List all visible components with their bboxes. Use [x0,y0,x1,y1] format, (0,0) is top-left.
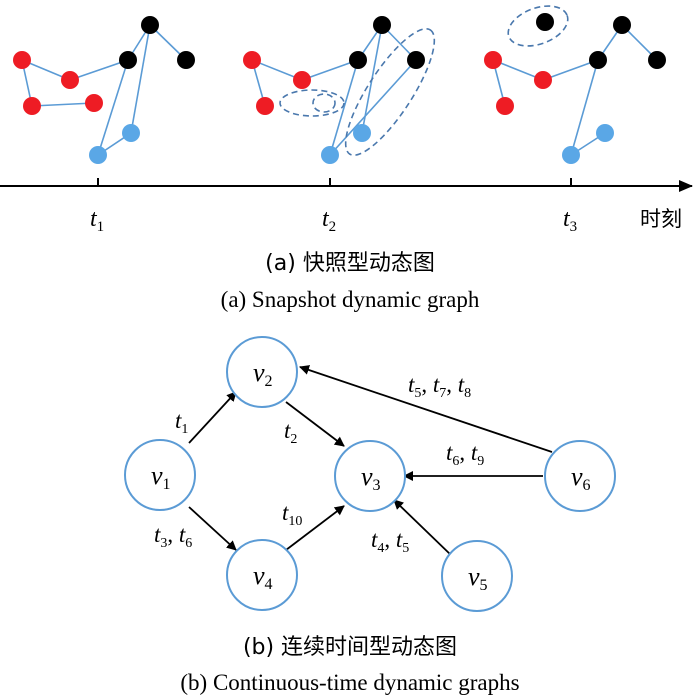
axis-label-time: 时刻 [640,207,682,231]
svg-text:v2: v2 [253,358,273,390]
caption-b-en: (b) Continuous-time dynamic graphs [180,670,519,695]
node-red [293,71,311,89]
node-black [177,51,195,69]
node-red [61,71,79,89]
node-black [536,13,554,31]
svg-text:v1: v1 [151,461,171,493]
snapshot-t1 [13,16,195,164]
node-black [613,16,631,34]
node-blue [321,146,339,164]
edge-label-v6-v3: t6, t9 [446,440,484,469]
edge-label-v2-v3: t2 [284,418,297,447]
node-v3: v3 [334,440,406,512]
caption-b-cn: (b) 连续时间型动态图 [243,635,457,660]
edge-label-v1-v4: t3, t6 [154,522,192,551]
node-blue [353,124,371,142]
node-red [13,51,31,69]
node-blue [562,146,580,164]
tick-label-t2: t2 [322,206,336,235]
dashed-ellipse [312,93,336,113]
node-red [484,51,502,69]
node-red [256,97,274,115]
node-red [496,97,514,115]
node-black [407,51,425,69]
panel-b-edge-labels: t1 t2 t3, t6 t10 t4, t5 t6, t9 t5, t7, t… [154,372,484,556]
time-axis: t1 t2 t3 时刻 [0,178,693,235]
node-black [141,16,159,34]
caption-a-cn: (a) 快照型动态图 [265,251,435,276]
edge-v1-v4 [188,506,237,551]
node-black [589,51,607,69]
dashed-ellipse [344,27,436,157]
node-v4: v4 [226,539,298,611]
edge-label-v5-v3: t4, t5 [371,527,409,556]
edge-v1-v2 [188,391,237,444]
node-red [243,51,261,69]
edge-label-v6-v2: t5, t7, t8 [408,372,471,401]
svg-text:v4: v4 [253,561,273,593]
edge-v4-v3 [285,505,345,551]
edge-v2-v3 [285,401,345,447]
node-v2: v2 [226,336,298,408]
snapshot-t2-change-highlights [279,27,436,157]
node-v5: v5 [441,540,513,612]
snapshot-t1-nodes [13,16,195,164]
edge-v5-v3 [393,499,453,557]
svg-text:v6: v6 [571,462,591,494]
tick-label-t3: t3 [563,206,577,235]
snapshot-t2 [243,16,436,164]
node-black [349,51,367,69]
snapshot-t3-nodes [484,13,666,164]
node-blue [596,124,614,142]
node-red [85,94,103,112]
svg-text:v5: v5 [468,562,488,594]
tick-label-t1: t1 [90,206,104,235]
caption-a-en: (a) Snapshot dynamic graph [221,287,480,312]
node-black [373,16,391,34]
snapshot-t1-edges [21,24,187,156]
node-v6: v6 [544,440,616,512]
snapshot-t2-nodes [243,16,425,164]
svg-text:v3: v3 [361,462,381,494]
node-black [648,51,666,69]
node-black [119,51,137,69]
node-red [23,97,41,115]
node-v1: v1 [124,439,196,511]
node-blue [122,124,140,142]
snapshot-t3 [484,5,666,164]
edge-label-v4-v3: t10 [282,500,302,529]
panel-a-snapshot: t1 t2 t3 时刻 (a) 快照型动态图 (a) Snapshot dyna… [0,5,693,312]
dashed-ellipse [507,5,569,47]
node-blue [89,146,107,164]
panel-b-nodes: v1 v2 v3 v4 v5 v6 [124,336,616,612]
snapshot-t2-edges [251,24,417,156]
node-red [534,71,552,89]
edge-v6-v2 [299,365,553,453]
panel-b-edges [188,365,553,557]
panel-b-continuous: v1 v2 v3 v4 v5 v6 [124,336,616,695]
edge-label-v1-v2: t1 [175,408,188,437]
dashed-ellipse [279,89,345,117]
